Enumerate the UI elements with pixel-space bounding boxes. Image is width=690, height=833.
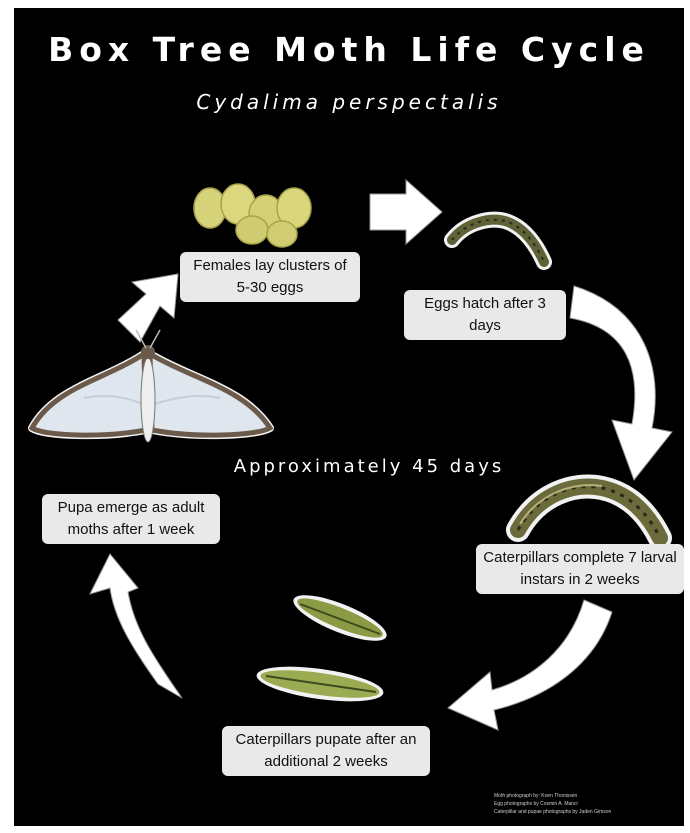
- credit-line: Egg photographs by Cosmin A. Manci: [494, 800, 684, 808]
- page-title: Box Tree Moth Life Cycle: [14, 30, 684, 69]
- pupa-icon-2: [255, 660, 386, 708]
- cycle-graphics: [14, 8, 684, 826]
- arrow-hatch-to-larva: [570, 286, 672, 480]
- arrow-pupa-to-moth: [90, 554, 182, 698]
- credit-line: Caterpillar and pupae photographs by Jad…: [494, 808, 684, 816]
- arrow-larva-to-pupa: [448, 600, 612, 730]
- arrow-eggs-to-hatch: [370, 180, 442, 244]
- stage-label-hatch: Eggs hatch after 3 days: [404, 290, 566, 340]
- pupa-icon: [288, 586, 391, 649]
- moth-icon: [32, 330, 270, 442]
- stage-label-pupa: Caterpillars pupate after an additional …: [222, 726, 430, 776]
- arrow-moth-to-eggs: [118, 274, 178, 342]
- page-subtitle: Cydalima perspectalis: [14, 90, 684, 114]
- photo-credits: Moth photograph by: Koen Thonissen Egg p…: [494, 792, 684, 816]
- egg-cluster-icon: [194, 184, 311, 247]
- large-caterpillar-icon: [518, 485, 660, 538]
- cycle-duration: Approximately 45 days: [224, 454, 514, 480]
- poster: Box Tree Moth Life Cycle Cydalima perspe…: [14, 8, 684, 826]
- stage-label-moth: Pupa emerge as adult moths after 1 week: [42, 494, 220, 544]
- stage-label-larva: Caterpillars complete 7 larval instars i…: [476, 544, 684, 594]
- credit-line: Moth photograph by: Koen Thonissen: [494, 792, 684, 800]
- stage-label-eggs: Females lay clusters of 5-30 eggs: [180, 252, 360, 302]
- small-caterpillar-icon: [452, 220, 544, 262]
